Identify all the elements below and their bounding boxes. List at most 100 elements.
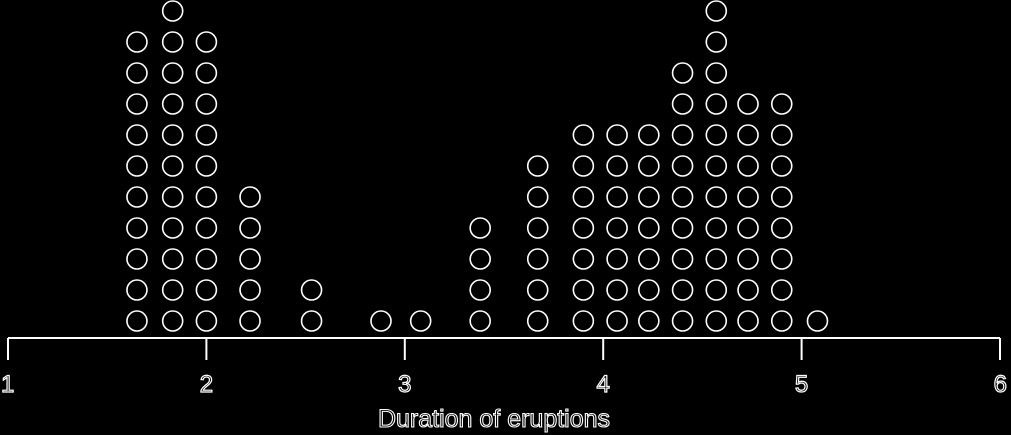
data-dot [606,248,628,270]
data-dot [705,0,728,22]
data-dot [705,62,728,84]
data-dot [195,186,218,208]
data-dot [737,186,759,208]
data-dot [705,31,728,53]
data-dot [737,155,759,177]
data-dot [126,31,148,53]
data-dot [638,248,660,270]
x-tick-label: 4 [597,371,610,398]
data-dot [671,217,694,239]
data-dot [469,279,491,301]
data-dot [161,124,184,146]
data-dot [161,186,184,208]
data-dot [737,310,759,332]
data-dot [671,155,694,177]
data-dot [638,310,660,332]
data-dot [770,279,793,301]
data-dot [770,310,793,332]
data-dot [606,310,628,332]
data-dot [161,31,184,53]
data-dot [126,310,148,332]
data-dot [161,217,184,239]
data-dot [770,124,793,146]
x-tick-label: 2 [200,371,213,398]
data-dot [195,279,218,301]
data-dot [300,310,323,332]
data-dot [161,155,184,177]
data-dot [161,0,184,22]
x-tick-label: 6 [994,371,1007,398]
data-dot [671,310,694,332]
data-dot [161,248,184,270]
data-dot [126,124,148,146]
data-dot [572,217,595,239]
data-dot [195,124,218,146]
data-dot [638,279,660,301]
data-dot [195,155,218,177]
x-tick-label: 1 [1,371,14,398]
data-dot [572,124,595,146]
data-dot [572,186,595,208]
data-dot [671,248,694,270]
data-dot [469,217,491,239]
data-dot [126,93,148,115]
data-dot [572,248,595,270]
data-dot [195,62,218,84]
data-dot [606,186,628,208]
data-dot [469,310,491,332]
data-dot [572,279,595,301]
data-dot [239,186,261,208]
data-dot [526,155,549,177]
data-dot [705,217,728,239]
data-dot [671,279,694,301]
data-dot [572,155,595,177]
x-tick-label: 3 [398,371,411,398]
data-dot [239,279,261,301]
data-dot [737,279,759,301]
data-dot [526,279,549,301]
data-dot [705,186,728,208]
data-dot [737,248,759,270]
data-dot [705,248,728,270]
data-dot [526,310,549,332]
data-dot [239,310,261,332]
data-dot [671,93,694,115]
data-dot [606,124,628,146]
data-dot [606,217,628,239]
data-dot [239,248,261,270]
data-dot [572,310,595,332]
data-dot [737,217,759,239]
data-dot [126,217,148,239]
data-dot [469,248,491,270]
data-dot [671,62,694,84]
data-dot [409,310,432,332]
data-dot [638,124,660,146]
data-dot [770,217,793,239]
dots-layer [126,0,829,332]
data-dot [126,248,148,270]
data-dot [770,186,793,208]
data-dot [638,217,660,239]
x-axis-ticks [7,338,1001,360]
data-dot [161,310,184,332]
data-dot [161,279,184,301]
data-dot [239,217,261,239]
data-dot [161,62,184,84]
data-dot [126,279,148,301]
data-dot [195,310,218,332]
data-dot [705,155,728,177]
data-dot [737,93,759,115]
data-dot [806,310,829,332]
data-dot [638,186,660,208]
data-dot [161,93,184,115]
data-dot [606,155,628,177]
data-dot [370,310,392,332]
data-dot [770,155,793,177]
data-dot [770,248,793,270]
data-dot [195,31,218,53]
data-dot [705,93,728,115]
data-dot [126,62,148,84]
data-dot [606,279,628,301]
x-axis-title: Duration of eruptions [378,405,610,433]
